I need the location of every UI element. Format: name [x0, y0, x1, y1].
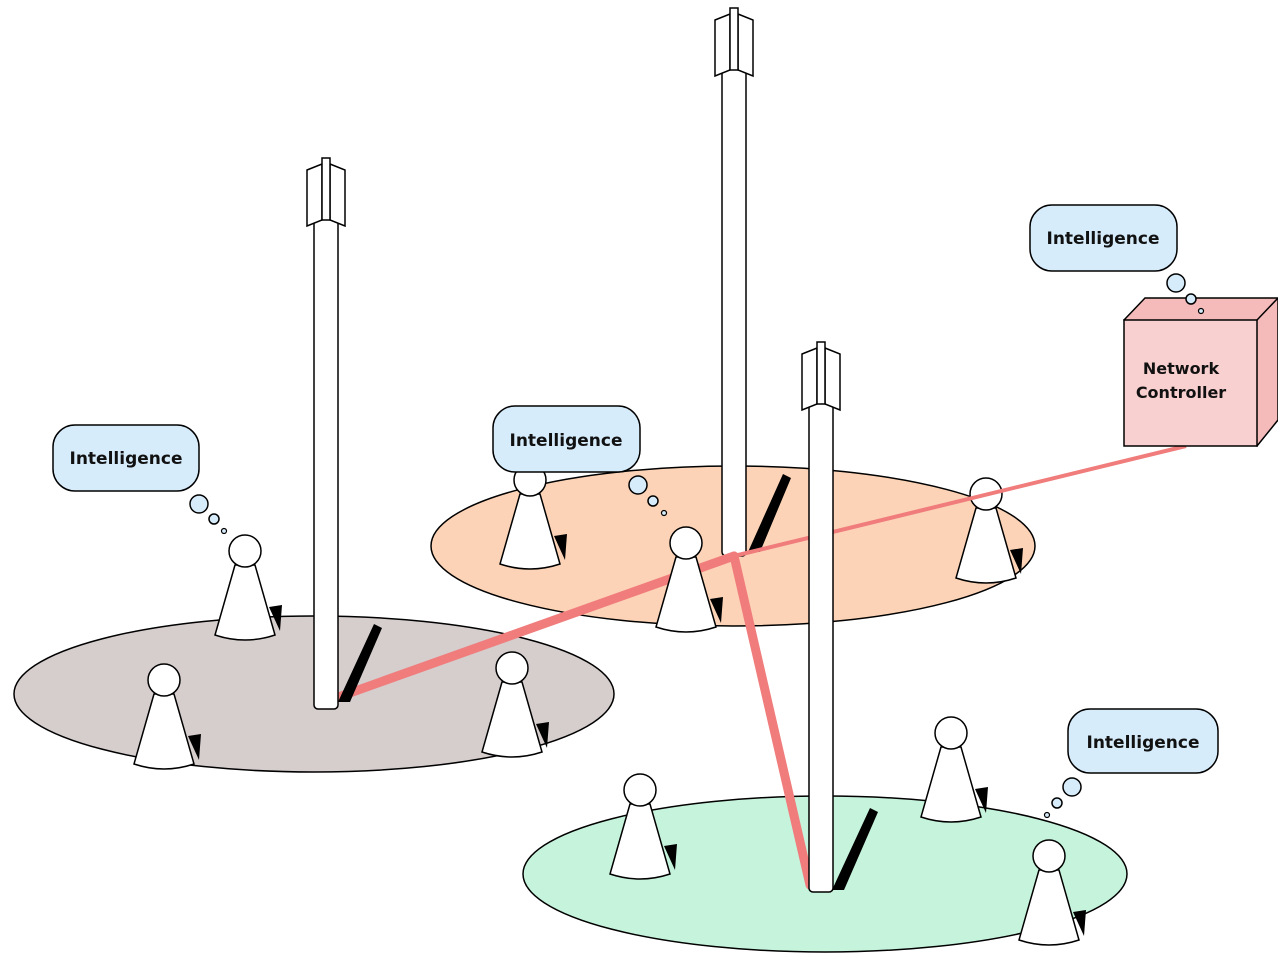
user-bottom-2 — [920, 716, 989, 823]
link-middle-to-bottom — [729, 551, 815, 890]
controller-label-line1: Network — [1143, 359, 1220, 378]
network-controller: Network Controller — [1122, 297, 1278, 448]
thought-bubble-middle: Intelligence — [492, 405, 668, 517]
thought-bubble-controller: Intelligence — [1029, 204, 1205, 315]
link-middle-to-left — [325, 551, 739, 705]
controller-label-line2: Controller — [1136, 383, 1226, 402]
thought-bubble-left: Intelligence — [52, 424, 228, 535]
bubble-middle-text: Intelligence — [510, 431, 623, 451]
bubble-left-text: Intelligence — [70, 449, 183, 469]
base-station-left — [306, 157, 382, 710]
bubble-controller-text: Intelligence — [1047, 229, 1160, 249]
user-left-1 — [214, 534, 283, 641]
base-station-bottom — [801, 341, 878, 893]
thought-bubble-bottom: Intelligence — [1043, 708, 1219, 819]
bubble-bottom-text: Intelligence — [1087, 733, 1200, 753]
